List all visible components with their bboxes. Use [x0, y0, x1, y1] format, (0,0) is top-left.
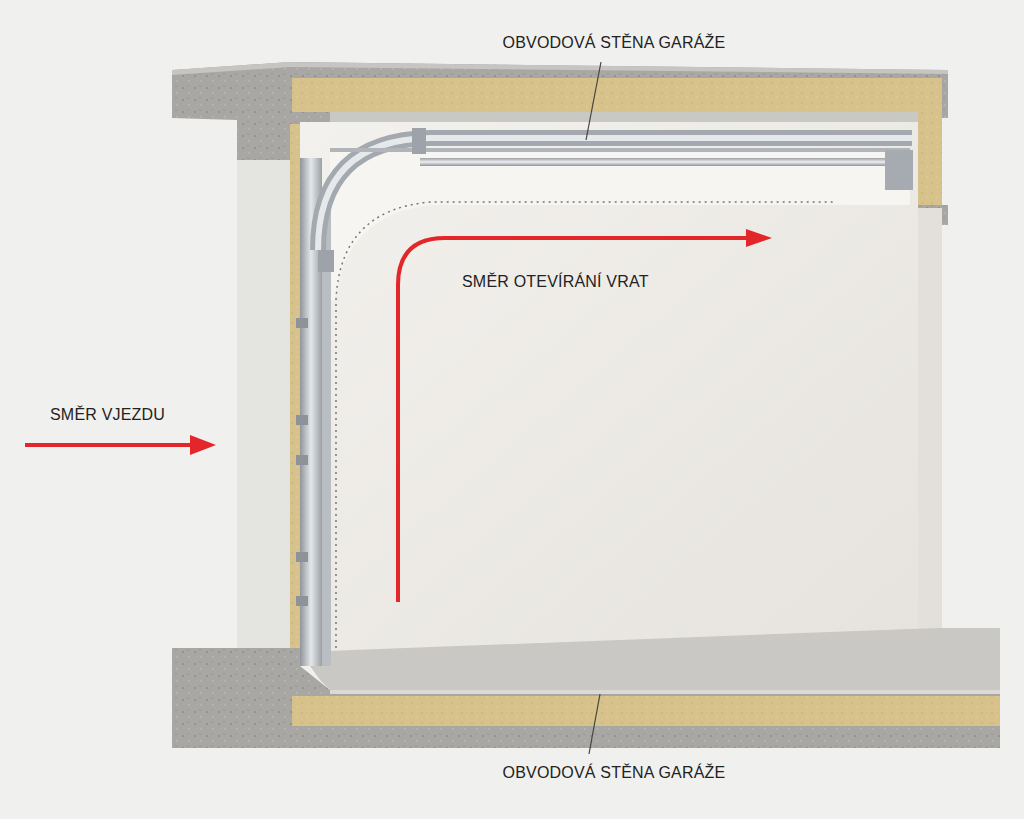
door-track-part [296, 318, 308, 328]
direction-arrows-part [190, 435, 216, 455]
door-track-part [296, 552, 308, 562]
direction-arrows [25, 229, 772, 602]
door-track-part [296, 415, 308, 425]
direction-arrows-part [25, 443, 192, 447]
door-track-part [412, 128, 426, 154]
door-panel-part [330, 150, 910, 300]
top-wall-part [918, 112, 942, 208]
wall-label: OBVODOVÁ STĚNA GARÁŽE [503, 763, 726, 783]
door-track-part [296, 455, 308, 465]
door-track-part [296, 596, 308, 606]
wall-label: OBVODOVÁ STĚNA GARÁŽE [503, 33, 726, 53]
door-track-part [318, 250, 334, 272]
door-track-part [318, 138, 912, 250]
floor-slab-part [330, 690, 1000, 694]
top-wall-part [172, 62, 948, 75]
direction-label: SMĚR OTEVÍRÁNÍ VRAT [462, 272, 649, 292]
direction-arrows-part [398, 238, 746, 602]
door-track [296, 128, 913, 666]
door-panel-part [918, 208, 942, 650]
door-panel-part [300, 122, 918, 650]
direction-arrows-part [746, 229, 772, 247]
floor-slab [172, 628, 1000, 748]
door-track-part [420, 158, 910, 166]
top-wall-part [292, 78, 942, 112]
door-panel-part [336, 202, 835, 648]
direction-label: SMĚR VJEZDU [50, 405, 165, 425]
door-track-part [318, 138, 912, 250]
top-wall-part [330, 112, 918, 122]
front-wall [237, 124, 300, 650]
floor-slab-part [300, 628, 1000, 690]
front-wall-part [290, 124, 300, 650]
leader-lines-part [589, 694, 600, 754]
leader-lines [586, 62, 601, 754]
floor-slab-part [292, 696, 1000, 726]
door-panel [300, 122, 942, 650]
leader-lines-part [586, 62, 601, 140]
door-track-part [885, 150, 913, 190]
